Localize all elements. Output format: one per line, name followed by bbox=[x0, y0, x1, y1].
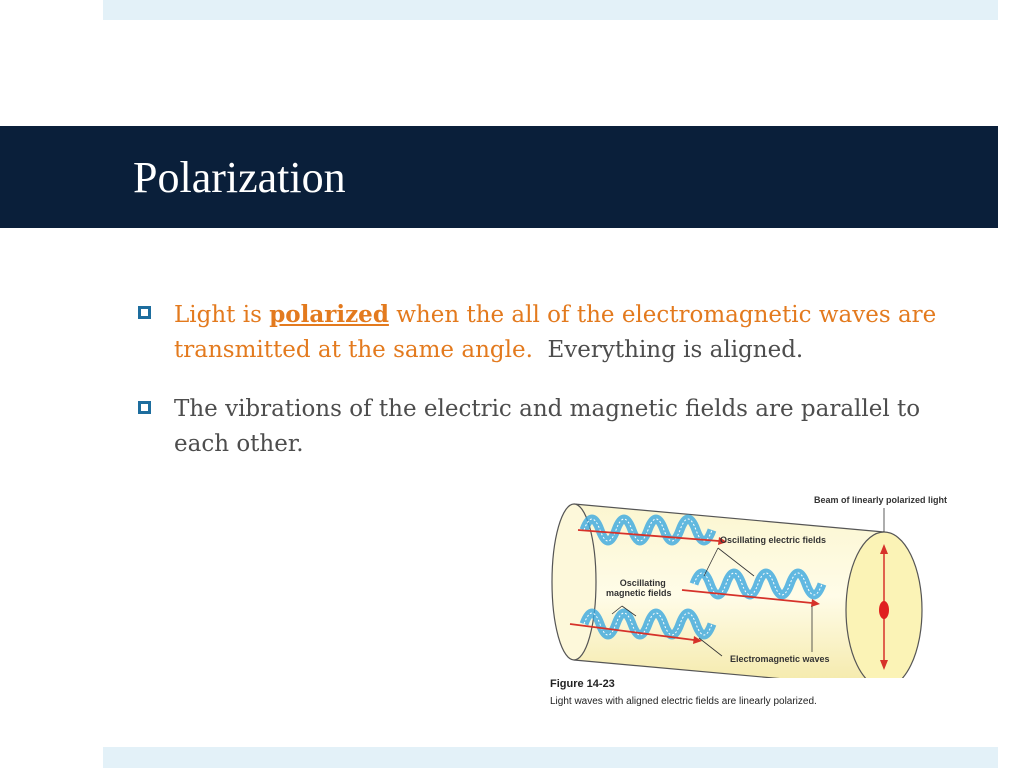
bottom-accent-strip bbox=[103, 747, 998, 768]
bullet-text-intro: Light is bbox=[174, 302, 270, 328]
leader-magnetic-1 bbox=[611, 605, 623, 615]
leader-magnetic-2 bbox=[621, 605, 637, 617]
axis-arrow-down-icon bbox=[880, 660, 888, 670]
label-magnetic-line1: Oscillating bbox=[619, 578, 666, 588]
label-magnetic-fields: Oscillating magnetic fields bbox=[606, 578, 672, 598]
leader-electric-1 bbox=[703, 547, 719, 577]
bullet-text-vibrations: The vibrations of the electric and magne… bbox=[174, 396, 921, 457]
leader-em-1 bbox=[698, 637, 723, 657]
slide-title: Polarization bbox=[133, 153, 346, 202]
figure-caption-text: Light waves with aligned electric fields… bbox=[550, 696, 817, 707]
bullet-text-definition: when the all of the electromagnetic wave… bbox=[174, 302, 937, 363]
square-bullet-icon bbox=[138, 401, 151, 414]
label-magnetic-line2: magnetic fields bbox=[606, 588, 672, 598]
beam-center-dot bbox=[879, 601, 889, 619]
cylinder-top-edge bbox=[573, 503, 885, 533]
label-beam: Beam of linearly polarized light bbox=[814, 495, 948, 505]
label-electric-fields: Oscillating electric fields bbox=[720, 535, 827, 545]
keyword-polarized: polarized bbox=[269, 301, 389, 328]
wave-group-top bbox=[577, 514, 727, 546]
beam-cylinder-body bbox=[574, 504, 884, 688]
bullet-item-vibrations: The vibrations of the electric and magne… bbox=[138, 392, 978, 462]
wave-group-bottom bbox=[569, 608, 717, 644]
title-bar bbox=[0, 126, 998, 228]
square-bullet-icon bbox=[138, 306, 151, 319]
polarized-light-figure: Beam of linearly polarized light Oscilla… bbox=[544, 488, 970, 716]
axis-arrow-up-icon bbox=[880, 544, 888, 554]
bullet-text-aligned: Everything is aligned. bbox=[532, 337, 804, 363]
label-em-waves: Electromagnetic waves bbox=[730, 654, 830, 664]
bullet-item-polarized: Light is polarized when the all of the e… bbox=[138, 297, 978, 368]
bullet-list: Light is polarized when the all of the e… bbox=[138, 297, 978, 486]
leader-electric-2 bbox=[717, 547, 755, 577]
wave-group-middle bbox=[681, 568, 827, 607]
top-accent-strip bbox=[103, 0, 998, 20]
figure-caption-title: Figure 14-23 bbox=[550, 678, 615, 690]
